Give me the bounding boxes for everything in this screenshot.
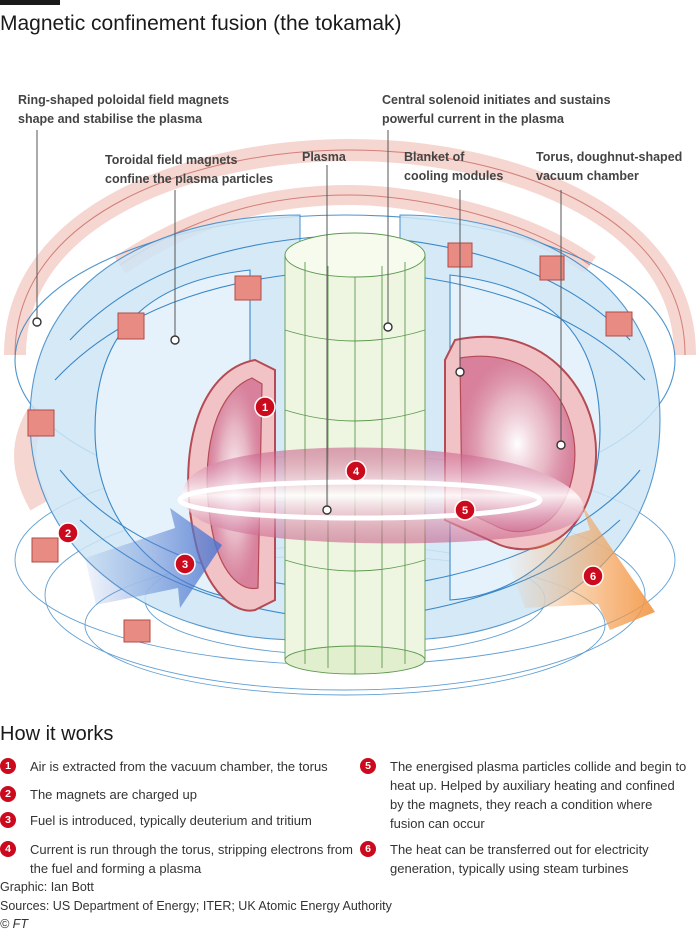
label-central-solenoid: Central solenoid initiates and sustains … <box>382 93 614 126</box>
fuel-inlet-arrow <box>85 508 222 608</box>
step-badge-4: 4 <box>0 841 16 857</box>
step-marker-4: 4 <box>345 460 367 482</box>
label-plasma: Plasma <box>302 150 347 164</box>
svg-text:1: 1 <box>262 402 268 414</box>
how-it-works-heading: How it works <box>0 723 114 745</box>
sources-credit: Sources: US Department of Energy; ITER; … <box>0 899 392 913</box>
step-item-1: 1 Air is extracted from the vacuum chamb… <box>0 757 350 776</box>
step-badge-1: 1 <box>0 758 16 774</box>
how-it-works-steps: 1 Air is extracted from the vacuum chamb… <box>0 757 700 882</box>
svg-text:2: 2 <box>65 528 71 540</box>
svg-text:5: 5 <box>462 505 468 517</box>
label-poloidal-magnets: Ring-shaped poloidal field magnets shape… <box>18 93 233 126</box>
step-item-4: 4 Current is run through the torus, stri… <box>0 840 360 878</box>
step-text-4: Current is run through the torus, stripp… <box>30 842 353 876</box>
step-badge-3: 3 <box>0 812 16 828</box>
leader-lines <box>36 130 562 510</box>
step-text-3: Fuel is introduced, typically deuterium … <box>30 813 312 828</box>
step-marker-2: 2 <box>57 522 79 544</box>
step-item-3: 3 Fuel is introduced, typically deuteriu… <box>0 811 350 830</box>
copyright: © FT <box>0 917 28 931</box>
step-item-6: 6 The heat can be transferred out for el… <box>360 840 690 878</box>
svg-text:3: 3 <box>182 559 188 571</box>
step-badge-6: 6 <box>360 841 376 857</box>
magnet-blocks <box>27 242 633 643</box>
step-badge-2: 2 <box>0 786 16 802</box>
label-blanket: Blanket of cooling modules <box>404 150 503 183</box>
step-text-6: The heat can be transferred out for elec… <box>390 842 649 876</box>
step-marker-3: 3 <box>174 553 196 575</box>
heat-output-arrow <box>505 505 655 630</box>
svg-text:6: 6 <box>590 571 596 583</box>
page-title: Magnetic confinement fusion (the tokamak… <box>0 12 402 35</box>
step-marker-5: 5 <box>454 499 476 521</box>
label-toroidal-magnets: Toroidal field magnets confine the plasm… <box>105 153 273 186</box>
step-marker-1: 1 <box>254 396 276 418</box>
plasma-ring <box>182 447 584 544</box>
header-rule <box>0 0 60 5</box>
step-badge-5: 5 <box>360 758 376 774</box>
label-torus: Torus, doughnut-shaped vacuum chamber <box>536 150 686 183</box>
step-text-1: Air is extracted from the vacuum chamber… <box>30 759 328 774</box>
svg-text:4: 4 <box>353 466 360 478</box>
plasma-current-line <box>177 479 543 521</box>
step-text-5: The energised plasma particles collide a… <box>390 759 687 831</box>
tokamak-diagram: Ring-shaped poloidal field magnets shape… <box>4 93 696 696</box>
step-marker-6: 6 <box>582 565 604 587</box>
step-item-2: 2 The magnets are charged up <box>0 785 350 804</box>
leader-dots <box>32 317 566 515</box>
step-item-5: 5 The energised plasma particles collide… <box>360 757 690 833</box>
step-text-2: The magnets are charged up <box>30 787 197 802</box>
graphic-credit: Graphic: Ian Bott <box>0 880 94 894</box>
